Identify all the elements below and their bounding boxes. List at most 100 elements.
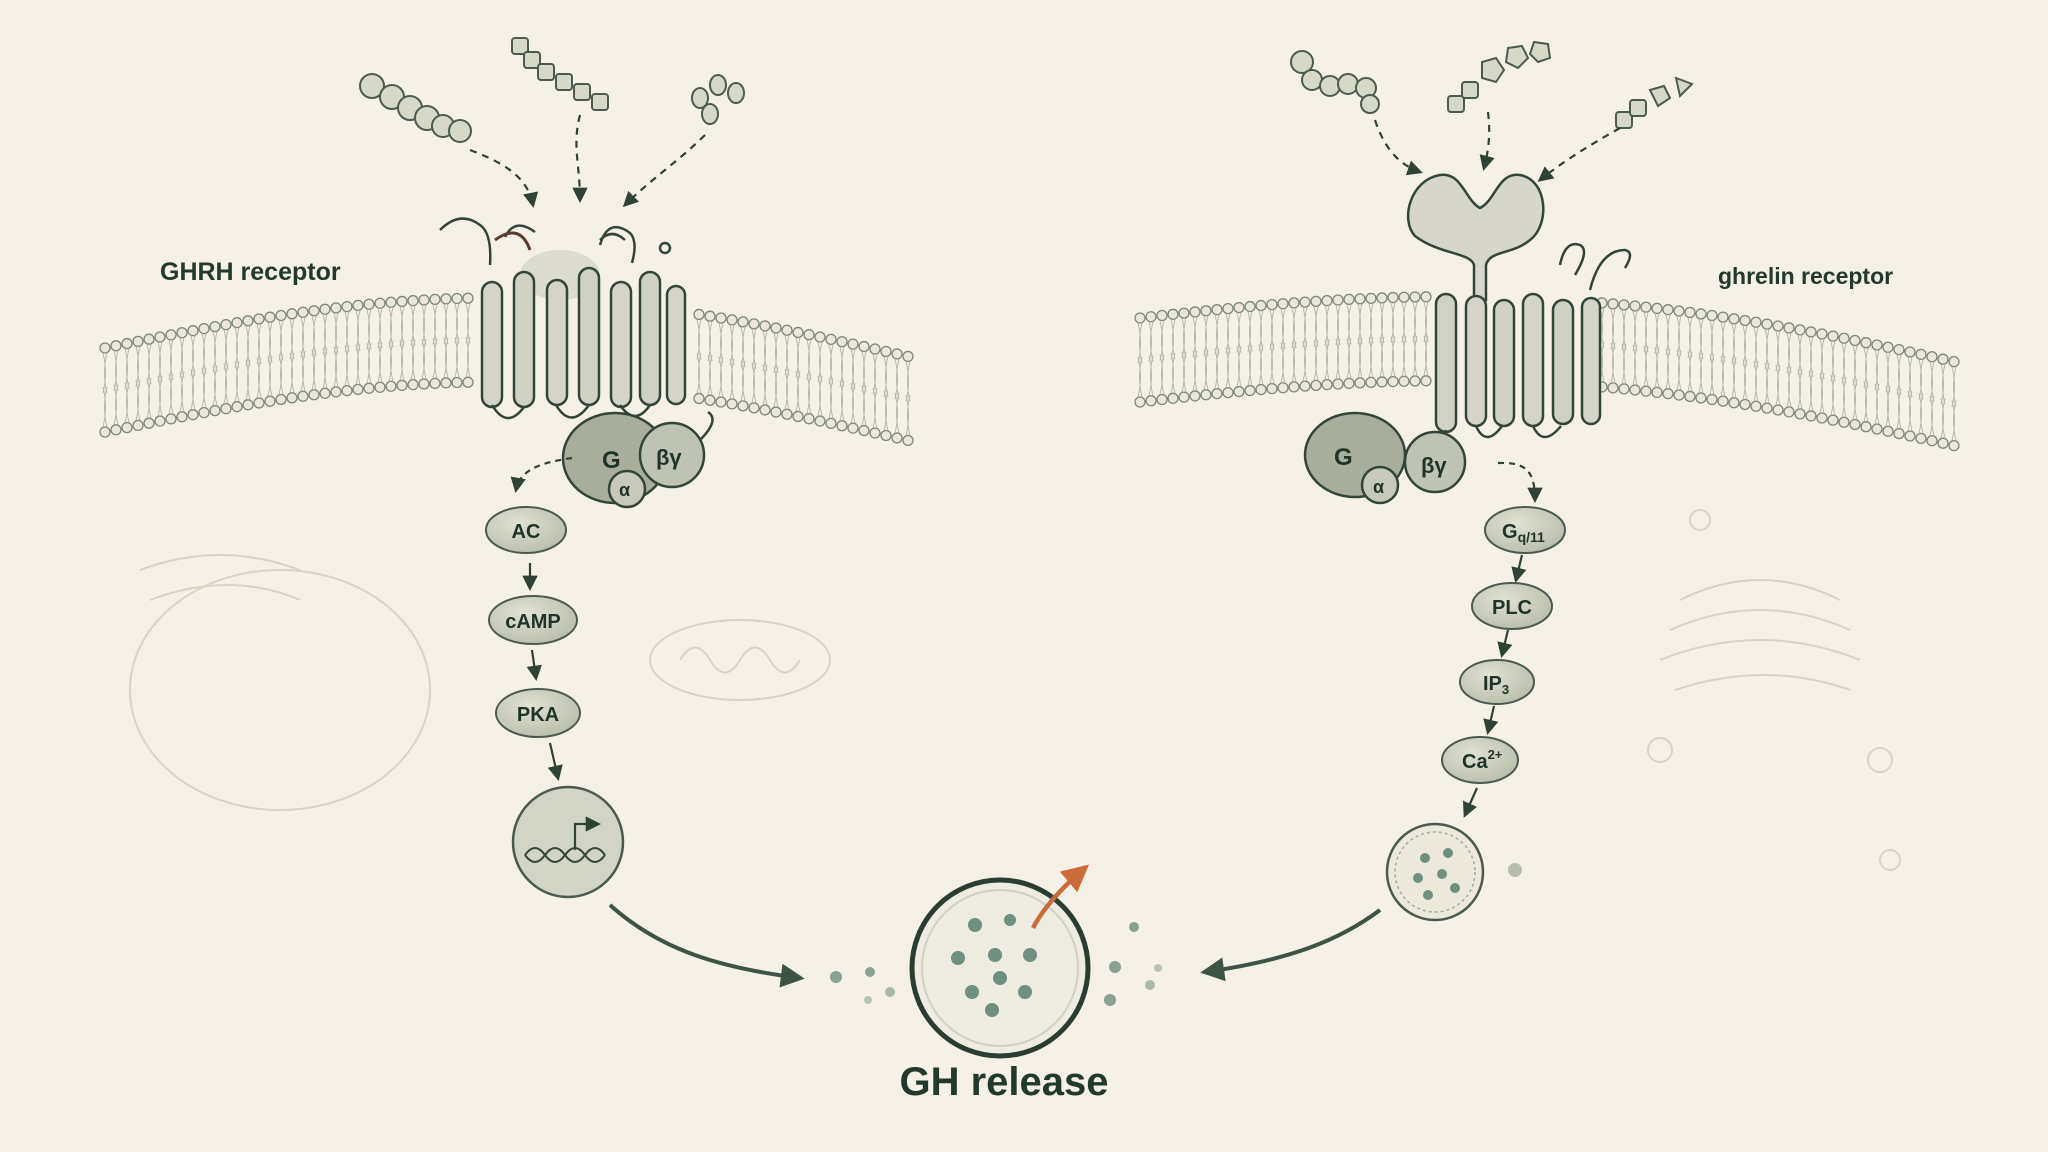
mitochondrion-outline: [649, 619, 831, 701]
lipid-tail: [399, 306, 405, 347]
lipid-tail: [322, 348, 328, 389]
lipid-tail: [289, 352, 295, 393]
lipid-tail: [1896, 354, 1902, 395]
lipid-head: [374, 297, 386, 309]
lipid-head: [1805, 410, 1817, 422]
lipid-head: [715, 396, 727, 408]
lipid-head: [770, 322, 782, 334]
cell-membrane-left: [99, 292, 914, 447]
lipid-tail: [113, 350, 119, 391]
lipid-tail: [267, 322, 273, 363]
lipid-head: [1684, 390, 1696, 403]
lipid-tail: [729, 358, 735, 400]
lipid-head: [253, 313, 265, 325]
lipid-head: [1398, 291, 1410, 303]
lipid-tail: [696, 319, 702, 360]
lipid-tail: [223, 363, 229, 404]
cell-membrane-right: [1134, 291, 1960, 452]
lipid-tail: [179, 337, 185, 378]
lipid-head: [1838, 416, 1850, 428]
lipid-tail: [300, 351, 306, 392]
lipid-head: [1222, 302, 1234, 315]
lipid-head: [363, 298, 375, 310]
lipid-tail: [1280, 342, 1286, 383]
lipid-tail: [784, 335, 790, 376]
left-cascade-nodes: [485, 506, 581, 738]
lipid-head: [1354, 377, 1366, 389]
lipid-tail: [1610, 308, 1616, 349]
lipid-head: [1321, 294, 1333, 307]
step-ac: AC: [512, 521, 541, 543]
lipid-tail: [1819, 372, 1825, 414]
lipid-head: [858, 424, 870, 437]
lipid-tail: [1269, 309, 1275, 350]
lipid-head: [1717, 311, 1729, 323]
lipid-head: [1794, 408, 1806, 420]
lipid-head: [1827, 414, 1839, 426]
lipid-head: [1156, 309, 1168, 322]
lipid-tail: [1236, 346, 1242, 387]
lipid-head: [1706, 309, 1718, 322]
peptide-chain-beaded: [511, 37, 609, 111]
lipid-tail: [1280, 308, 1286, 349]
lipid-tail: [1335, 304, 1341, 346]
lipid-tail: [113, 384, 119, 425]
lipid-tail: [1302, 340, 1308, 382]
lipid-head: [814, 415, 826, 427]
lipid-tail: [1863, 347, 1869, 388]
lipid-tail: [1885, 352, 1891, 393]
lipid-head: [1607, 298, 1619, 310]
right-cascade-nodes: [1441, 506, 1566, 784]
lipid-tail: [1676, 349, 1682, 391]
lipid-tail: [256, 323, 262, 365]
lipid-head: [440, 377, 452, 389]
lipid-head: [341, 300, 353, 313]
lipid-head: [374, 381, 386, 393]
lipid-head: [1662, 388, 1674, 400]
step-ip3: IP3: [1483, 673, 1509, 697]
lipid-tail: [1313, 340, 1319, 381]
lipid-head: [264, 311, 276, 323]
lipid-tail: [795, 371, 801, 412]
lipid-head: [132, 335, 144, 348]
lipid-head: [1717, 395, 1729, 407]
lipid-tail: [201, 367, 207, 408]
lipid-head: [902, 434, 914, 447]
lipid-head: [220, 318, 232, 331]
ip3-sub: 3: [1502, 682, 1509, 697]
small-molecule-ligand: [691, 74, 745, 125]
lipid-head: [1288, 381, 1300, 393]
lipid-tail: [1269, 343, 1275, 384]
lipid-head: [1651, 386, 1663, 399]
g-beta-gamma-right-label: βγ: [1421, 453, 1447, 478]
lipid-tail: [1258, 344, 1264, 385]
lipid-tail: [1665, 314, 1671, 355]
lipid-tail: [1170, 353, 1176, 394]
lipid-head: [176, 411, 188, 423]
lipid-tail: [146, 344, 152, 385]
lipid-head: [286, 392, 298, 404]
lipid-tail: [234, 327, 240, 368]
ghrh-receptor: [439, 217, 687, 420]
lipid-tail: [740, 360, 746, 401]
lipid-tail: [135, 346, 141, 387]
lipid-head: [1189, 306, 1201, 318]
lipid-head: [1156, 393, 1168, 406]
lipid-head: [1332, 378, 1344, 390]
lipid-head: [1893, 343, 1905, 356]
lipid-tail: [289, 318, 295, 359]
lipid-tail: [696, 353, 702, 394]
lipid-head: [1365, 292, 1377, 305]
lipid-head: [132, 419, 144, 432]
lipid-head: [1882, 425, 1894, 437]
lipid-tail: [1863, 381, 1869, 422]
lipid-head: [352, 299, 364, 312]
lipid-tail: [124, 382, 130, 423]
lipid-head: [781, 324, 793, 336]
lipid-head: [1398, 375, 1410, 387]
lipid-tail: [839, 380, 845, 421]
lipid-tail: [377, 308, 383, 349]
lipid-head: [1233, 301, 1245, 314]
lipid-head: [1365, 376, 1377, 389]
